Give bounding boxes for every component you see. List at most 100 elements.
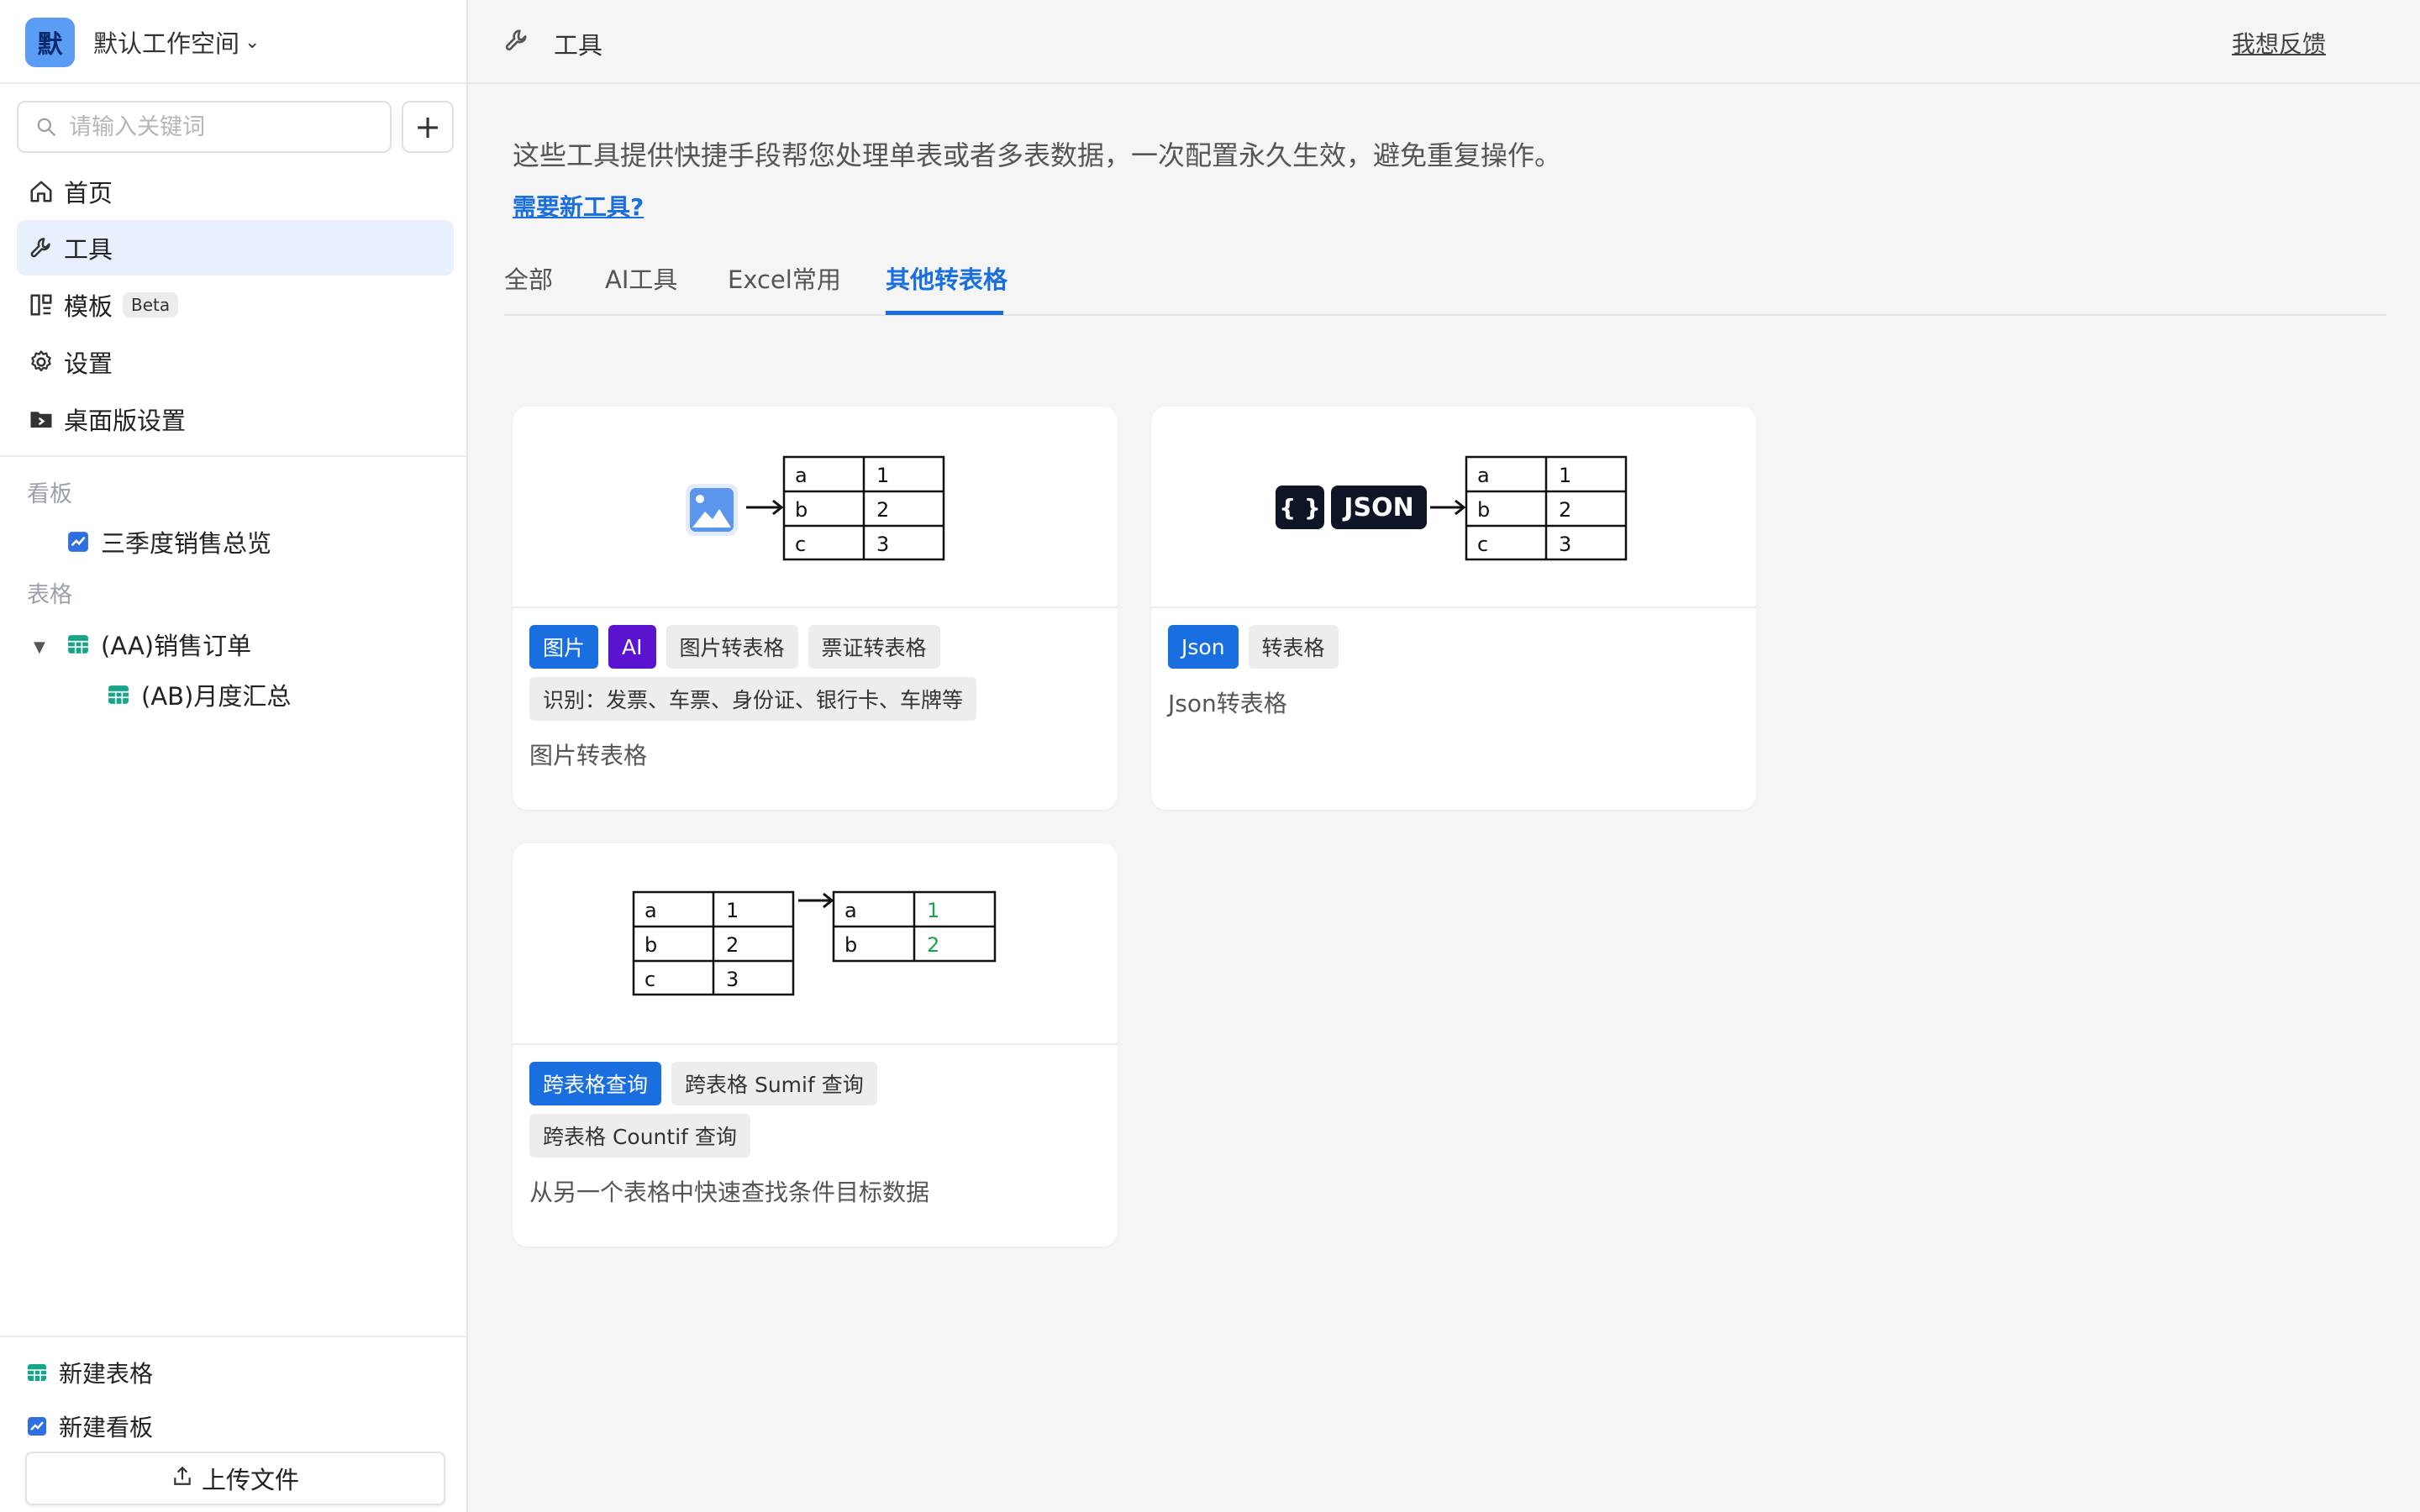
upload-label: 上传文件 bbox=[201, 1466, 299, 1494]
mini-table-cell: a bbox=[1477, 464, 1490, 487]
tool-card-image-to-table[interactable]: a 1 b 2 c 3 图片 AI 图片转表格 票证转表格 识别：发票、车票、身… bbox=[513, 407, 1118, 810]
plus-icon: + bbox=[414, 108, 441, 145]
active-tab-indicator bbox=[886, 311, 1003, 315]
nav-templates[interactable]: 模板 Beta bbox=[17, 277, 454, 333]
wrench-icon bbox=[27, 234, 55, 262]
tag-row: 跨表格查询 跨表格 Sumif 查询 bbox=[529, 1062, 877, 1105]
table-item-parent[interactable]: (AA)销售订单 bbox=[67, 627, 251, 662]
card-illustration: { } JSON a 1 b 2 c 3 bbox=[1151, 407, 1756, 608]
tool-card-cross-table-lookup[interactable]: a 1 b 2 c 3 a 1 b 2 跨表格查询 跨表格 bbox=[513, 843, 1118, 1247]
divider bbox=[0, 455, 466, 457]
card-description: 图片转表格 bbox=[529, 742, 648, 769]
wrench-icon bbox=[503, 27, 530, 57]
divider bbox=[0, 82, 466, 84]
mini-table-cell: 1 bbox=[726, 899, 739, 922]
table-icon bbox=[67, 633, 89, 655]
beta-badge: Beta bbox=[123, 292, 179, 318]
divider bbox=[0, 1336, 466, 1337]
arrow-right-icon bbox=[798, 892, 834, 909]
mini-table-cell: b bbox=[795, 498, 808, 522]
tab-other-to-table[interactable]: 其他转表格 bbox=[886, 265, 1008, 294]
json-braces-icon: { } bbox=[1276, 486, 1324, 529]
need-new-tool-link[interactable]: 需要新工具? bbox=[513, 193, 644, 221]
new-dashboard-label: 新建看板 bbox=[59, 1414, 154, 1441]
workspace-avatar: 默 bbox=[25, 17, 75, 67]
tag: 跨表格查询 bbox=[529, 1062, 662, 1105]
tag: 跨表格 Sumif 查询 bbox=[671, 1062, 877, 1105]
table-item-label: (AA)销售订单 bbox=[101, 632, 252, 660]
mini-table-cell-highlight: 2 bbox=[927, 933, 939, 957]
sidebar: 默 默认工作空间 ⌄ + 首页 工具 模板 Beta 设置 bbox=[0, 0, 468, 1512]
mini-table-cell: 3 bbox=[1559, 533, 1571, 556]
mini-table-cell: a bbox=[644, 899, 657, 922]
dashboard-item[interactable]: 三季度销售总览 bbox=[67, 524, 271, 559]
card-description: 从另一个表格中快速查找条件目标数据 bbox=[529, 1179, 930, 1206]
caret-down-icon[interactable]: ▼ bbox=[34, 638, 45, 656]
dashboard-item-label: 三季度销售总览 bbox=[101, 529, 272, 558]
tag-row: 识别：发票、车票、身份证、银行卡、车牌等 bbox=[529, 677, 977, 721]
tag-row: 图片 AI 图片转表格 票证转表格 bbox=[529, 625, 940, 669]
mini-table-cell: 2 bbox=[1559, 498, 1571, 522]
mini-table-cell-highlight: 1 bbox=[927, 899, 939, 922]
mini-table-cell: a bbox=[795, 464, 808, 487]
chart-icon bbox=[27, 1416, 47, 1436]
search-icon bbox=[37, 118, 55, 136]
mini-table-cell: b bbox=[1477, 498, 1490, 522]
tag: 票证转表格 bbox=[808, 625, 940, 669]
tag: 图片转表格 bbox=[666, 625, 798, 669]
tool-card-json-to-table[interactable]: { } JSON a 1 b 2 c 3 bbox=[1151, 407, 1756, 810]
tab-ai-tools[interactable]: AI工具 bbox=[605, 265, 678, 294]
tag: 图片 bbox=[529, 625, 599, 669]
json-badge-text: JSON bbox=[1342, 493, 1413, 522]
card-illustration: a 1 b 2 c 3 bbox=[513, 407, 1118, 608]
mini-table-cell: 3 bbox=[726, 968, 739, 991]
workspace-switcher[interactable]: 默 默认工作空间 ⌄ bbox=[25, 17, 260, 67]
upload-icon bbox=[171, 1464, 193, 1493]
home-icon bbox=[27, 177, 55, 206]
add-button[interactable]: + bbox=[402, 101, 454, 153]
tab-all[interactable]: 全部 bbox=[504, 265, 554, 294]
nav-desktop-settings[interactable]: 桌面版设置 bbox=[17, 391, 454, 447]
tag: AI bbox=[608, 625, 656, 669]
mini-table-cell: 2 bbox=[876, 498, 889, 522]
table-icon bbox=[27, 1362, 47, 1383]
upload-button[interactable]: 上传文件 bbox=[25, 1452, 445, 1505]
nav-desktop-settings-label: 桌面版设置 bbox=[64, 407, 187, 435]
template-icon bbox=[27, 291, 55, 319]
mini-table-cell: b bbox=[644, 933, 657, 957]
tag: 识别：发票、车票、身份证、银行卡、车牌等 bbox=[529, 677, 977, 721]
intro-text: 这些工具提供快捷手段帮您处理单表或者多表数据，一次配置永久生效，避免重复操作。 bbox=[513, 139, 1562, 171]
arrow-right-icon bbox=[746, 499, 784, 516]
table-item-label: (AB)月度汇总 bbox=[141, 682, 292, 711]
nav-tools[interactable]: 工具 bbox=[17, 220, 454, 276]
table-item-child[interactable]: (AB)月度汇总 bbox=[108, 677, 291, 712]
target-table: a 1 b 2 bbox=[832, 890, 997, 963]
section-title-tables: 表格 bbox=[27, 582, 72, 608]
source-table: a 1 b 2 c 3 bbox=[632, 890, 795, 996]
json-to-table-illustration: { } JSON a 1 b 2 c 3 bbox=[1276, 455, 1628, 561]
nav-home-label: 首页 bbox=[64, 179, 113, 207]
top-bar: 工具 我想反馈 bbox=[468, 0, 2420, 84]
mini-table-cell: a bbox=[844, 899, 857, 922]
nav-home[interactable]: 首页 bbox=[17, 164, 454, 219]
mini-table: a 1 b 2 c 3 bbox=[1465, 455, 1628, 561]
new-table-button[interactable]: 新建表格 bbox=[27, 1356, 153, 1389]
page-title: 工具 bbox=[554, 31, 603, 60]
mini-table-cell: 1 bbox=[1559, 464, 1571, 487]
mini-table-cell: c bbox=[644, 968, 655, 991]
card-illustration: a 1 b 2 c 3 a 1 b 2 bbox=[513, 843, 1118, 1045]
image-to-table-illustration: a 1 b 2 c 3 bbox=[686, 455, 945, 561]
search-input[interactable] bbox=[67, 113, 373, 141]
search-field[interactable] bbox=[17, 101, 392, 153]
table-icon bbox=[108, 684, 129, 706]
mini-table-cell: c bbox=[1477, 533, 1488, 556]
feedback-link[interactable]: 我想反馈 bbox=[2232, 30, 2327, 58]
section-title-dashboards: 看板 bbox=[27, 481, 72, 507]
nav-settings-label: 设置 bbox=[64, 349, 113, 378]
tab-excel[interactable]: Excel常用 bbox=[728, 265, 841, 294]
nav-settings[interactable]: 设置 bbox=[17, 334, 454, 390]
new-dashboard-button[interactable]: 新建看板 bbox=[27, 1410, 153, 1443]
nav-templates-label: 模板 bbox=[64, 292, 113, 321]
cross-table-illustration: a 1 b 2 c 3 a 1 b 2 bbox=[632, 890, 997, 996]
image-icon bbox=[686, 484, 738, 536]
